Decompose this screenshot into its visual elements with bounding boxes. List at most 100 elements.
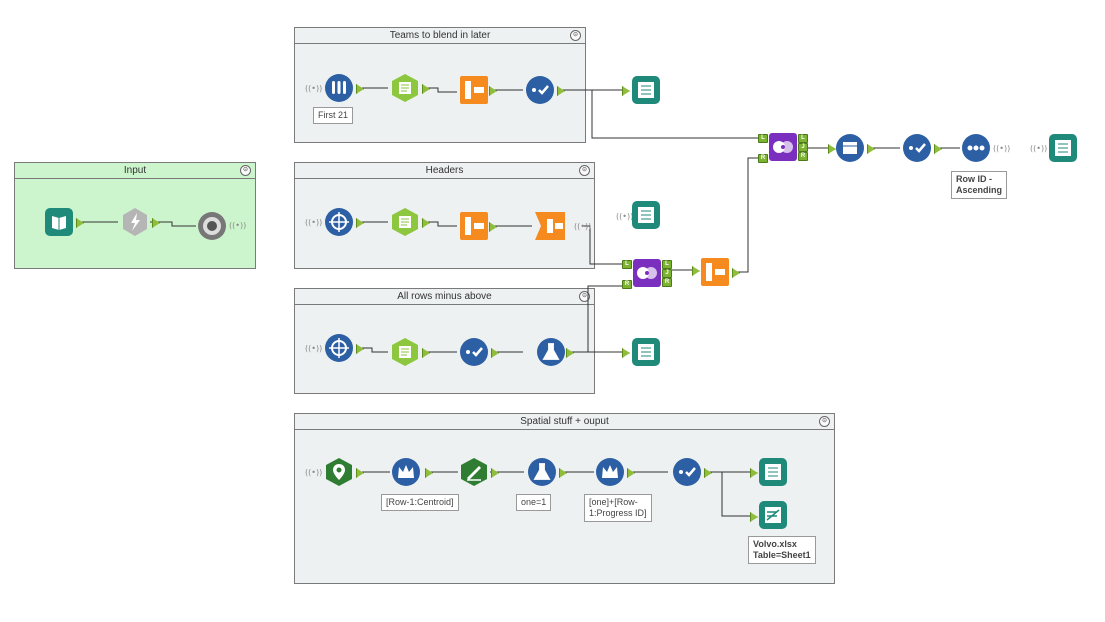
dynamic-input-tool[interactable] bbox=[120, 207, 150, 237]
select-tool[interactable] bbox=[672, 457, 702, 487]
sample-tool[interactable] bbox=[390, 207, 420, 237]
lightning-icon bbox=[123, 208, 147, 236]
right-output-anchor[interactable]: R bbox=[662, 278, 672, 287]
record-id-tool[interactable] bbox=[324, 333, 354, 363]
output-anchor[interactable] bbox=[867, 144, 875, 154]
sort-tool[interactable] bbox=[961, 133, 991, 163]
sample-icon bbox=[392, 208, 418, 236]
connection-indicator-icon: ((•)) bbox=[616, 212, 634, 221]
flask-icon bbox=[537, 338, 565, 366]
left-input-anchor[interactable]: L bbox=[758, 134, 768, 143]
right-input-anchor[interactable]: R bbox=[622, 280, 632, 289]
macro-output-tool[interactable] bbox=[197, 211, 227, 241]
input-anchor[interactable] bbox=[692, 266, 700, 276]
browse-icon bbox=[632, 338, 660, 366]
split-columns-icon bbox=[460, 76, 488, 104]
browse-tool[interactable] bbox=[631, 75, 661, 105]
union-tool[interactable] bbox=[835, 133, 865, 163]
text-to-columns-tool[interactable] bbox=[459, 75, 489, 105]
connection-indicator-icon: ((•)) bbox=[305, 218, 323, 227]
record-id-tool[interactable] bbox=[324, 207, 354, 237]
browse-icon bbox=[632, 201, 660, 229]
connection-indicator-icon: ((•)) bbox=[993, 144, 1011, 153]
annotation-one-row-progress: [one]+[Row- 1:Progress ID] bbox=[584, 494, 652, 522]
select-tool[interactable] bbox=[459, 337, 489, 367]
collapse-icon[interactable]: ⊝ bbox=[579, 291, 590, 302]
formula-tool[interactable] bbox=[324, 73, 354, 103]
check-icon bbox=[673, 458, 701, 486]
gear-icon bbox=[198, 212, 226, 240]
flask-icon bbox=[528, 458, 556, 486]
collapse-icon[interactable]: ⊝ bbox=[819, 416, 830, 427]
collapse-icon[interactable]: ⊝ bbox=[579, 165, 590, 176]
join-tool[interactable] bbox=[768, 132, 798, 162]
annotation-volvo-output: Volvo.xlsx Table=Sheet1 bbox=[748, 536, 816, 564]
connection-indicator-icon: ((•)) bbox=[305, 344, 323, 353]
left-output-anchor[interactable]: L bbox=[798, 134, 808, 143]
filter-tool[interactable] bbox=[536, 337, 566, 367]
collapse-icon[interactable]: ⊝ bbox=[570, 30, 581, 41]
map-pin-icon bbox=[326, 458, 352, 486]
output-file-icon bbox=[759, 501, 787, 529]
connection-indicator-icon: ((•)) bbox=[305, 84, 323, 93]
annotation-one-eq-1: one=1 bbox=[516, 494, 552, 511]
container-headers-title: Headers ⊝ bbox=[295, 163, 594, 179]
container-all-rows-title: All rows minus above ⊝ bbox=[295, 289, 594, 305]
connection-indicator-icon: ((•)) bbox=[1030, 144, 1048, 153]
transpose-tool[interactable] bbox=[535, 211, 565, 241]
connection-indicator-icon: ((•)) bbox=[305, 468, 323, 477]
multi-row-formula-tool[interactable] bbox=[595, 457, 625, 487]
left-input-anchor[interactable]: L bbox=[622, 260, 632, 269]
collapse-icon[interactable]: ⊝ bbox=[240, 165, 251, 176]
input-anchor[interactable] bbox=[622, 86, 630, 96]
check-icon bbox=[526, 76, 554, 104]
poly-build-tool[interactable] bbox=[459, 457, 489, 487]
input-anchor[interactable] bbox=[622, 348, 630, 358]
input-data-tool[interactable] bbox=[44, 207, 74, 237]
connection-indicator-icon: ((•)) bbox=[574, 222, 592, 231]
sample-icon bbox=[392, 74, 418, 102]
browse-icon bbox=[759, 458, 787, 486]
test-tubes-icon bbox=[325, 74, 353, 102]
container-input-title: Input ⊝ bbox=[15, 163, 255, 179]
crosshair-icon bbox=[325, 334, 353, 362]
text-to-columns-tool[interactable] bbox=[459, 211, 489, 241]
book-icon bbox=[45, 208, 73, 236]
annotation-row-centroid: [Row-1:Centroid] bbox=[381, 494, 459, 511]
sample-tool[interactable] bbox=[390, 73, 420, 103]
join-output-anchor[interactable]: J bbox=[662, 269, 672, 278]
check-icon bbox=[460, 338, 488, 366]
right-output-anchor[interactable]: R bbox=[798, 152, 808, 161]
left-output-anchor[interactable]: L bbox=[662, 260, 672, 269]
browse-tool[interactable] bbox=[1048, 133, 1078, 163]
select-tool[interactable] bbox=[525, 75, 555, 105]
output-anchor[interactable] bbox=[934, 144, 942, 154]
join-icon bbox=[769, 133, 797, 161]
browse-tool[interactable] bbox=[758, 457, 788, 487]
pencil-icon bbox=[461, 458, 487, 486]
join-icon bbox=[633, 259, 661, 287]
browse-tool[interactable] bbox=[631, 337, 661, 367]
output-data-tool[interactable] bbox=[758, 500, 788, 530]
text-to-columns-tool[interactable] bbox=[700, 257, 730, 287]
multi-row-formula-tool[interactable] bbox=[391, 457, 421, 487]
right-input-anchor[interactable]: R bbox=[758, 154, 768, 163]
stack-icon bbox=[836, 134, 864, 162]
annotation-row-id: Row ID - Ascending bbox=[951, 171, 1008, 199]
join-tool[interactable] bbox=[632, 258, 662, 288]
join-output-anchor[interactable]: J bbox=[798, 143, 808, 152]
transpose-icon bbox=[535, 212, 565, 240]
output-anchor[interactable] bbox=[732, 268, 740, 278]
browse-tool[interactable] bbox=[631, 200, 661, 230]
connection-indicator-icon: ((•)) bbox=[229, 221, 247, 230]
crosshair-icon bbox=[325, 208, 353, 236]
sample-icon bbox=[392, 338, 418, 366]
container-spatial-title: Spatial stuff + ouput ⊝ bbox=[295, 414, 834, 430]
formula-tool[interactable] bbox=[527, 457, 557, 487]
select-tool[interactable] bbox=[902, 133, 932, 163]
create-points-tool[interactable] bbox=[324, 457, 354, 487]
check-icon bbox=[903, 134, 931, 162]
split-columns-icon bbox=[460, 212, 488, 240]
sample-tool[interactable] bbox=[390, 337, 420, 367]
crown-icon bbox=[596, 458, 624, 486]
